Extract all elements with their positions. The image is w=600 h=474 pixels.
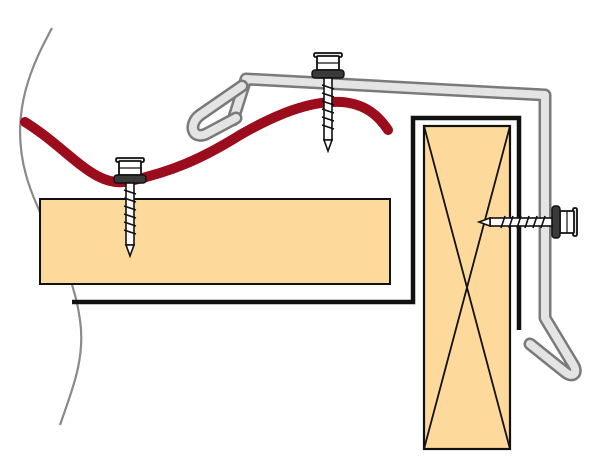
- fascia-board: [422, 124, 512, 451]
- roof-deck-board: [39, 198, 391, 285]
- roof-panel: [20, 96, 393, 188]
- drip-edge-flashing: [72, 115, 522, 330]
